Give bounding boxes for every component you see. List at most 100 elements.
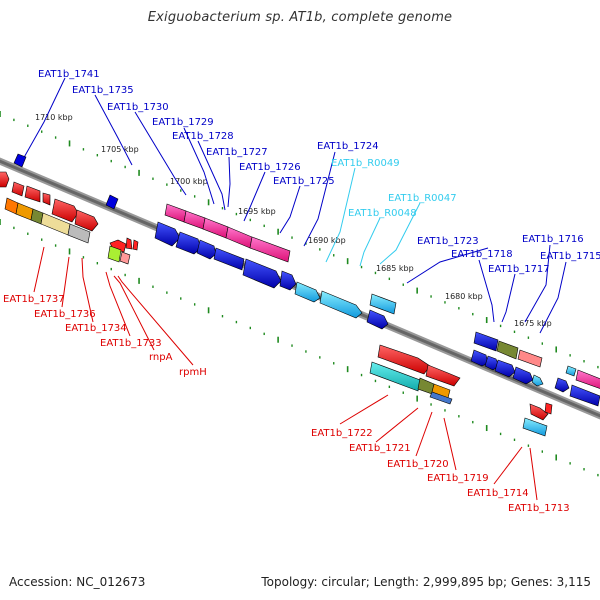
gene-feature xyxy=(473,331,499,352)
gene-label: EAT1b_1725 xyxy=(273,176,335,187)
ruler-labels: 1710 kbp 1705 kbp 1700 kbp 1695 kbp 1690… xyxy=(35,113,552,328)
gene-label: EAT1b_1724 xyxy=(317,141,379,152)
ruler-label: 1710 kbp xyxy=(35,113,73,122)
gene-label: EAT1b_1733 xyxy=(100,338,162,349)
feature-group-middle xyxy=(154,203,397,330)
upper-rna-leader-lines xyxy=(325,167,421,267)
gene-label: EAT1b_1727 xyxy=(206,147,268,158)
gene-feature xyxy=(425,364,461,387)
gene-feature xyxy=(429,391,453,405)
gene-feature xyxy=(470,349,489,367)
gene-feature xyxy=(242,258,282,289)
genome-summary-text: Topology: circular; Length: 2,999,895 bp… xyxy=(261,575,591,589)
gene-feature xyxy=(294,281,321,303)
gene-feature xyxy=(183,210,206,230)
gene-feature xyxy=(565,365,577,377)
gene-label: EAT1b_1735 xyxy=(72,85,134,96)
gene-feature xyxy=(369,293,397,315)
gene-feature xyxy=(319,290,363,319)
gene-feature xyxy=(496,340,519,360)
gene-label: EAT1b_1728 xyxy=(172,131,234,142)
gene-label: EAT1b_1713 xyxy=(508,503,570,514)
gene-feature xyxy=(575,369,600,389)
gene-feature xyxy=(154,221,181,247)
gene-feature xyxy=(366,309,389,330)
ruler-label: 1695 kbp xyxy=(238,207,276,216)
gene-feature xyxy=(132,239,139,251)
ruler-ticks-upper xyxy=(0,111,599,369)
gene-feature xyxy=(196,239,217,260)
lower-leader-lines xyxy=(33,246,538,501)
gene-label: EAT1b_1714 xyxy=(467,488,529,499)
feature-group-left xyxy=(0,153,139,265)
gene-feature xyxy=(517,349,543,368)
gene-label: EAT1b_1734 xyxy=(65,323,127,334)
gene-feature xyxy=(554,377,570,393)
gene-feature xyxy=(531,374,544,387)
gene-label: EAT1b_1729 xyxy=(152,117,214,128)
gene-feature xyxy=(249,236,291,263)
gene-label: EAT1b_1718 xyxy=(451,249,513,260)
gene-feature xyxy=(522,417,548,437)
gene-label: EAT1b_R0049 xyxy=(331,158,400,169)
gene-feature xyxy=(529,403,549,421)
gene-feature xyxy=(164,203,187,223)
gene-feature xyxy=(512,366,534,385)
gene-feature xyxy=(15,202,34,221)
gene-label: EAT1b_1736 xyxy=(34,309,96,320)
gene-label: EAT1b_1720 xyxy=(387,459,449,470)
upper-leader-lines xyxy=(21,77,567,334)
gene-feature xyxy=(369,361,421,392)
accession-text: Accession: NC_012673 xyxy=(9,575,146,589)
gene-feature xyxy=(51,198,79,223)
ruler-label: 1705 kbp xyxy=(101,145,139,154)
gene-feature xyxy=(494,359,516,378)
gene-label: EAT1b_1737 xyxy=(3,294,65,305)
gene-feature xyxy=(417,377,435,395)
gene-label: EAT1b_1730 xyxy=(107,102,169,113)
ruler-label: 1675 kbp xyxy=(514,319,552,328)
gene-feature xyxy=(24,185,41,203)
gene-feature xyxy=(0,171,10,188)
lower-gene-labels: EAT1b_1737 EAT1b_1736 EAT1b_1734 EAT1b_1… xyxy=(3,294,570,514)
feature-group-right xyxy=(369,331,600,437)
gene-feature xyxy=(569,384,600,407)
gene-feature xyxy=(544,402,553,415)
gene-label: EAT1b_1721 xyxy=(349,443,411,454)
gene-feature xyxy=(4,197,19,215)
gene-label: EAT1b_1722 xyxy=(311,428,373,439)
gene-feature xyxy=(125,237,133,250)
gene-label: EAT1b_1716 xyxy=(522,234,584,245)
gene-feature xyxy=(74,209,99,232)
ruler-ticks-lower xyxy=(0,219,599,477)
gene-label: rnpA xyxy=(149,352,173,363)
gene-feature xyxy=(225,226,253,249)
ruler-label: 1700 kbp xyxy=(170,177,208,186)
gene-feature xyxy=(279,270,297,291)
gene-feature xyxy=(213,247,245,271)
gene-label: EAT1b_1719 xyxy=(427,473,489,484)
gene-feature xyxy=(107,245,122,263)
upper-gene-labels: EAT1b_1741 EAT1b_1735 EAT1b_1730 EAT1b_1… xyxy=(38,69,600,275)
gene-feature xyxy=(11,181,25,197)
gene-feature xyxy=(202,217,229,239)
ruler-label: 1680 kbp xyxy=(445,292,483,301)
gene-feature xyxy=(13,153,27,168)
gene-feature xyxy=(67,223,91,244)
map-title: Exiguobacterium sp. AT1b, complete genom… xyxy=(147,10,453,25)
gene-label: EAT1b_1715 xyxy=(540,251,600,262)
gene-label: EAT1b_1726 xyxy=(239,162,301,173)
gene-label: EAT1b_1723 xyxy=(417,236,479,247)
gene-feature xyxy=(119,251,131,265)
gene-label: EAT1b_R0047 xyxy=(388,193,457,204)
gene-label: EAT1b_1741 xyxy=(38,69,100,80)
ruler-label: 1690 kbp xyxy=(308,236,346,245)
gene-label: EAT1b_R0048 xyxy=(348,208,417,219)
gene-label: EAT1b_1717 xyxy=(488,264,550,275)
gene-label: rpmH xyxy=(179,367,207,378)
ruler-label: 1685 kbp xyxy=(376,264,414,273)
gene-feature xyxy=(105,194,119,210)
gene-feature xyxy=(42,192,51,206)
